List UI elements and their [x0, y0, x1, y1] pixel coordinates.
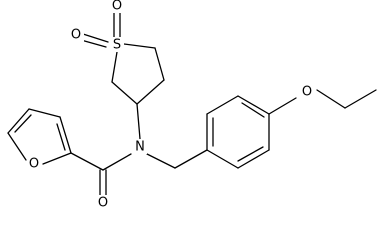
bond-n-carbonyl-c: [102, 153, 132, 171]
bond-c4-n: [136, 103, 141, 140]
bond-furan-inner-1: [14, 114, 32, 133]
benzene-ring: [206, 95, 270, 169]
bond-ar2-ar3: [206, 95, 239, 115]
bond-fo-fc5: [7, 132, 27, 161]
atom-label-s: S: [113, 38, 121, 53]
bond-fc5-fc4: [7, 108, 30, 134]
atom-label-o-ether: O: [302, 85, 312, 100]
atom-label-o-sulfone-top: O: [112, 0, 122, 14]
bond-fc3-fc2: [59, 116, 72, 154]
bond-ar-inner-2: [241, 102, 265, 118]
bond-ar3-ar4: [237, 95, 270, 115]
bond-s-o-left-b: [80, 39, 107, 48]
bond-fc4-fc3: [28, 108, 61, 118]
atom-label-o-furan: O: [29, 157, 39, 172]
bond-ar5-ar6: [237, 149, 270, 169]
sulfolane-ring: [80, 11, 165, 105]
bond-o-ch2: [316, 89, 346, 109]
chemical-structure-diagram: S O O O N O O: [7, 0, 377, 211]
bond-furan-inner-2: [56, 123, 66, 151]
bond-ar-inner-3: [237, 146, 264, 162]
bond-ar6-ar1: [206, 149, 239, 169]
bond-ch2-ch3: [344, 89, 377, 109]
atom-label-n-amide: N: [135, 140, 145, 155]
bond-carbonyl-furan: [70, 152, 104, 171]
furan-ring: [7, 108, 72, 165]
bond-fc2-fo: [42, 152, 72, 165]
bond-c3-c4: [136, 79, 165, 105]
atom-label-o-sulfone-left: O: [71, 28, 81, 43]
bond-ar4-o: [268, 97, 297, 115]
bond-c2-c3: [154, 47, 165, 81]
bond-s-c2: [123, 43, 156, 49]
atom-labels: S O O O N O O: [27, 0, 314, 211]
bond-s-o-left-a: [82, 33, 109, 43]
atom-label-o-carbonyl: O: [98, 196, 108, 211]
bond-n-ch2: [146, 153, 176, 169]
bond-ch2-ring: [174, 149, 208, 169]
bond-c5-s: [111, 51, 118, 83]
bond-c4-c5: [111, 81, 138, 105]
